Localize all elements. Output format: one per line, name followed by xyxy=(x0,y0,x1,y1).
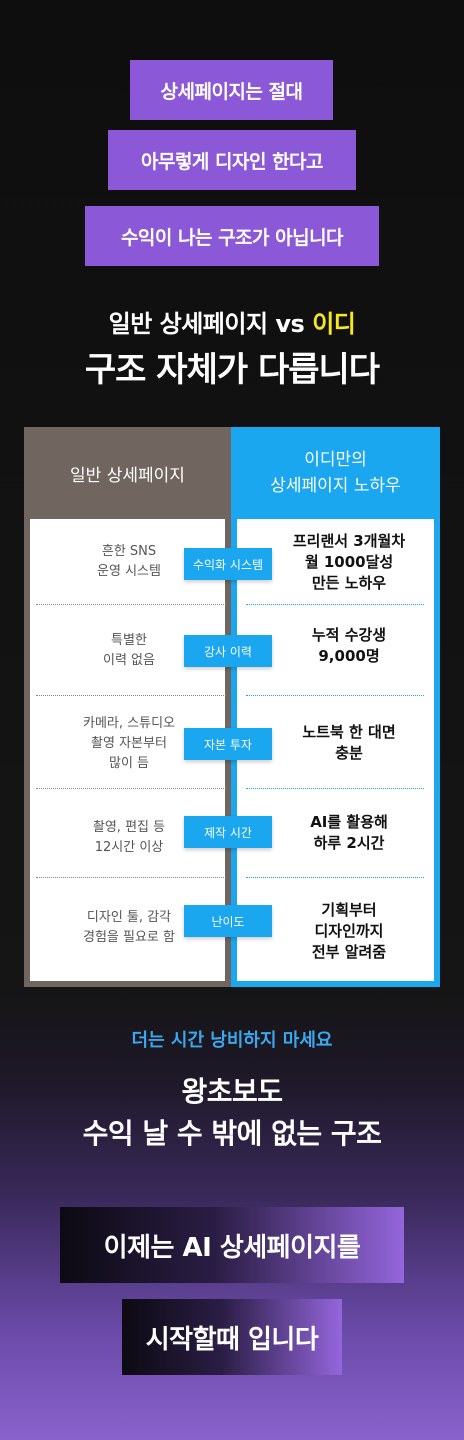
edi-header-line-2: 상세페이지 노하우 xyxy=(270,476,401,496)
general-row-5-line-1: 디자인 툴, 감각 xyxy=(86,910,172,925)
general-row-2: 특별한 이력 없음 xyxy=(54,631,204,671)
row-divider xyxy=(36,877,226,878)
category-badge-5: 난이도 xyxy=(184,905,272,937)
intro-box-1: 상세페이지는 절대 xyxy=(130,60,333,120)
edi-row-4-line-2: 하루 2시간 xyxy=(313,834,385,852)
edi-row-5: 기획부터 디자인까지 전부 알려줌 xyxy=(269,900,429,963)
general-row-5: 디자인 툴, 감각 경험을 필요로 함 xyxy=(54,908,204,948)
general-row-3: 카메라, 스튜디오 촬영 자본부터 많이 듬 xyxy=(54,714,204,774)
general-row-4-line-1: 촬영, 편집 등 xyxy=(92,820,166,835)
intro-box-3: 수익이 나는 구조가 아닙니다 xyxy=(85,206,379,266)
row-divider xyxy=(36,695,226,696)
edi-row-4-line-1: AI를 활용해 xyxy=(310,813,388,831)
general-row-3-line-3: 많이 듬 xyxy=(108,756,149,771)
general-row-2-line-2: 이력 없음 xyxy=(103,653,155,668)
row-divider xyxy=(246,604,424,605)
row-divider xyxy=(36,604,226,605)
general-row-3-line-2: 촬영 자본부터 xyxy=(91,736,167,751)
edi-column xyxy=(231,427,440,987)
edi-row-5-line-3: 전부 알려줌 xyxy=(311,943,387,961)
edi-column-header: 이디만의 상세페이지 노하우 xyxy=(231,427,440,519)
edi-row-2: 누적 수강생 9,000명 xyxy=(269,625,429,667)
subtitle-highlight: 이디 xyxy=(312,310,356,338)
general-column xyxy=(24,427,231,987)
edi-row-1-line-1: 프리랜서 3개월차 xyxy=(292,532,406,550)
edi-row-5-line-2: 디자인까지 xyxy=(314,922,384,940)
general-row-4: 촬영, 편집 등 12시간 이상 xyxy=(54,818,204,858)
closing-tagline: 더는 시간 낭비하지 마세요 xyxy=(131,1030,333,1051)
general-column-header: 일반 상세페이지 xyxy=(24,427,231,519)
subtitle-prefix: 일반 상세페이지 vs xyxy=(108,310,313,338)
cta-banner-1: 이제는 AI 상세페이지를 xyxy=(60,1207,404,1283)
category-badge-3: 자본 투자 xyxy=(184,728,272,760)
intro-box-2: 아무렇게 디자인 한다고 xyxy=(108,130,356,190)
closing-headline-2: 수익 날 수 밖에 없는 구조 xyxy=(82,1117,382,1150)
general-row-1: 흔한 SNS 운영 시스템 xyxy=(54,542,204,582)
category-badge-4: 제작 시간 xyxy=(184,816,272,848)
general-row-5-line-2: 경험을 필요로 함 xyxy=(83,930,175,945)
row-divider xyxy=(246,695,424,696)
edi-row-1-line-3: 만든 노하우 xyxy=(311,574,387,592)
edi-row-1-line-2: 월 1000달성 xyxy=(304,553,394,571)
comparison-title: 구조 자체가 다릅니다 xyxy=(84,350,380,390)
edi-row-2-line-1: 누적 수강생 xyxy=(311,626,387,644)
edi-row-2-line-2: 9,000명 xyxy=(318,647,380,665)
edi-row-3-line-1: 노트북 한 대면 xyxy=(302,723,396,741)
closing-headline-1: 왕초보도 xyxy=(181,1075,283,1108)
general-row-1-line-2: 운영 시스템 xyxy=(97,564,161,579)
category-badge-1: 수익화 시스템 xyxy=(184,548,272,580)
row-divider xyxy=(246,788,424,789)
category-badge-2: 강사 이력 xyxy=(184,635,272,667)
row-divider xyxy=(36,788,226,789)
edi-header-line-1: 이디만의 xyxy=(304,450,367,470)
edi-row-3-line-2: 충분 xyxy=(335,744,363,762)
general-row-1-line-1: 흔한 SNS xyxy=(101,544,157,559)
general-row-2-line-1: 특별한 xyxy=(111,633,147,648)
row-divider xyxy=(246,877,424,878)
edi-row-1: 프리랜서 3개월차 월 1000달성 만든 노하우 xyxy=(269,531,429,594)
comparison-table: 일반 상세페이지 이디만의 상세페이지 노하우 흔한 SNS 운영 시스템 수익… xyxy=(24,427,440,987)
edi-row-5-line-1: 기획부터 xyxy=(321,901,377,919)
cta-banner-2: 시작할때 입니다 xyxy=(122,1299,342,1375)
general-row-3-line-1: 카메라, 스튜디오 xyxy=(83,716,175,731)
general-row-4-line-2: 12시간 이상 xyxy=(94,840,164,855)
edi-row-4: AI를 활용해 하루 2시간 xyxy=(269,812,429,854)
comparison-subtitle: 일반 상세페이지 vs 이디 xyxy=(0,304,464,339)
edi-row-3: 노트북 한 대면 충분 xyxy=(269,722,429,764)
